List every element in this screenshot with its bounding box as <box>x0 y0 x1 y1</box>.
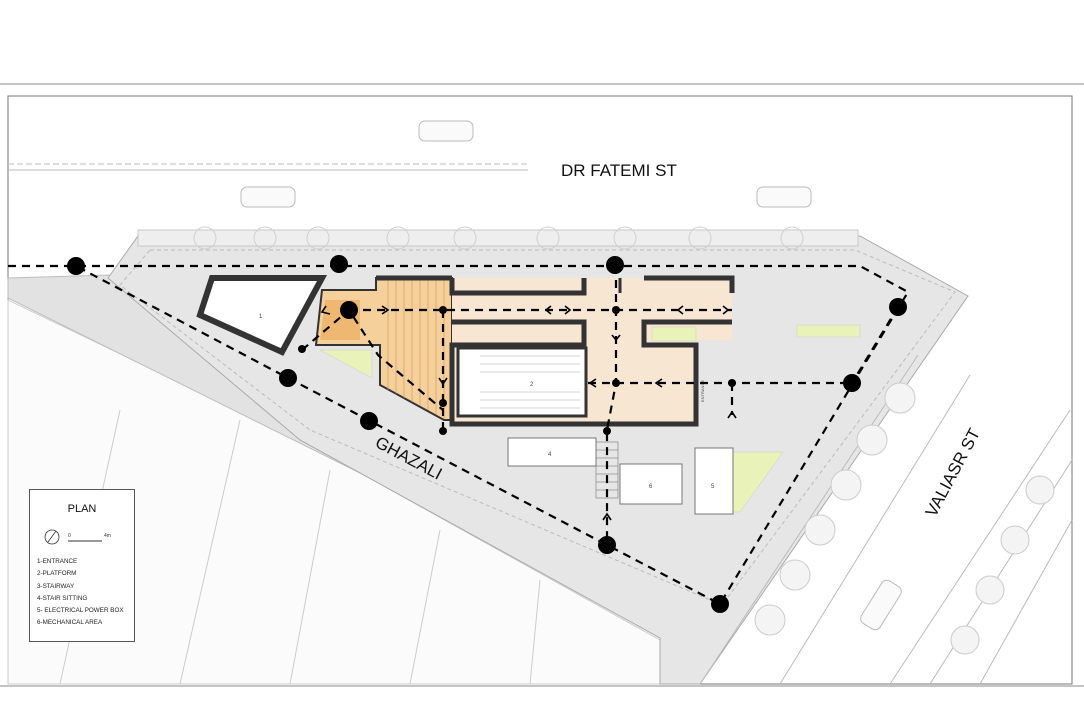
entrance-label: ENTRANCE <box>700 380 705 402</box>
fatemi-street <box>8 163 528 171</box>
electrical-block <box>694 447 734 515</box>
electrical-number: 5 <box>711 484 715 490</box>
circulation-paths <box>8 264 910 606</box>
scale-end: 4m <box>104 533 111 539</box>
scale-start: 0 <box>68 533 71 539</box>
car-icon <box>860 579 902 631</box>
stair-treads <box>387 280 445 418</box>
legend-item: 4-STAIR SITTING <box>37 594 88 602</box>
escalator-lines <box>480 355 580 409</box>
fatemi-street-label: DR FATEMI ST <box>561 161 677 180</box>
platform-number: 2 <box>530 382 534 388</box>
mechanical-number: 6 <box>649 484 653 490</box>
legend-item: 1-ENTRANCE <box>37 558 78 565</box>
tree-grate-icon <box>193 226 804 250</box>
legend-item: 6-MECHANICAL AREA <box>37 619 103 627</box>
node-marker <box>67 255 907 613</box>
legend-title: PLAN <box>67 503 97 515</box>
legend-panel: PLAN 0 4m 1-ENTRANCE 2-PLATFORM 3-STAIRW… <box>29 489 135 642</box>
legend-list: 1-ENTRANCE 2-PLATFORM 3-STAIRWAY 4-STAIR… <box>37 556 124 630</box>
legend-item: 2-PLATFORM <box>37 570 77 578</box>
kiosk-block <box>196 275 328 356</box>
station-walls <box>376 275 735 427</box>
car-icon <box>240 120 812 208</box>
green-patch <box>651 326 697 342</box>
legend-item: 3-STAIRWAY <box>37 582 75 590</box>
mechanical-block <box>619 463 683 505</box>
stair-sitting-block <box>507 437 597 467</box>
green-patch <box>796 324 861 338</box>
plaza-inner-outline <box>119 249 956 606</box>
stair-sitting-number: 4 <box>548 452 552 458</box>
valiasr-street-label: VALIASR ST <box>922 425 984 520</box>
platform-block <box>456 346 588 418</box>
direction-arrow-icon <box>320 305 737 521</box>
legend-item: 5- ELECTRICAL POWER BOX <box>37 607 124 615</box>
north-arrow-icon: 0 4m <box>44 529 111 545</box>
green-patch <box>319 349 373 379</box>
kiosk-number: 1 <box>259 314 263 320</box>
north-sidewalk <box>137 229 859 247</box>
tree-icon <box>754 382 1055 655</box>
